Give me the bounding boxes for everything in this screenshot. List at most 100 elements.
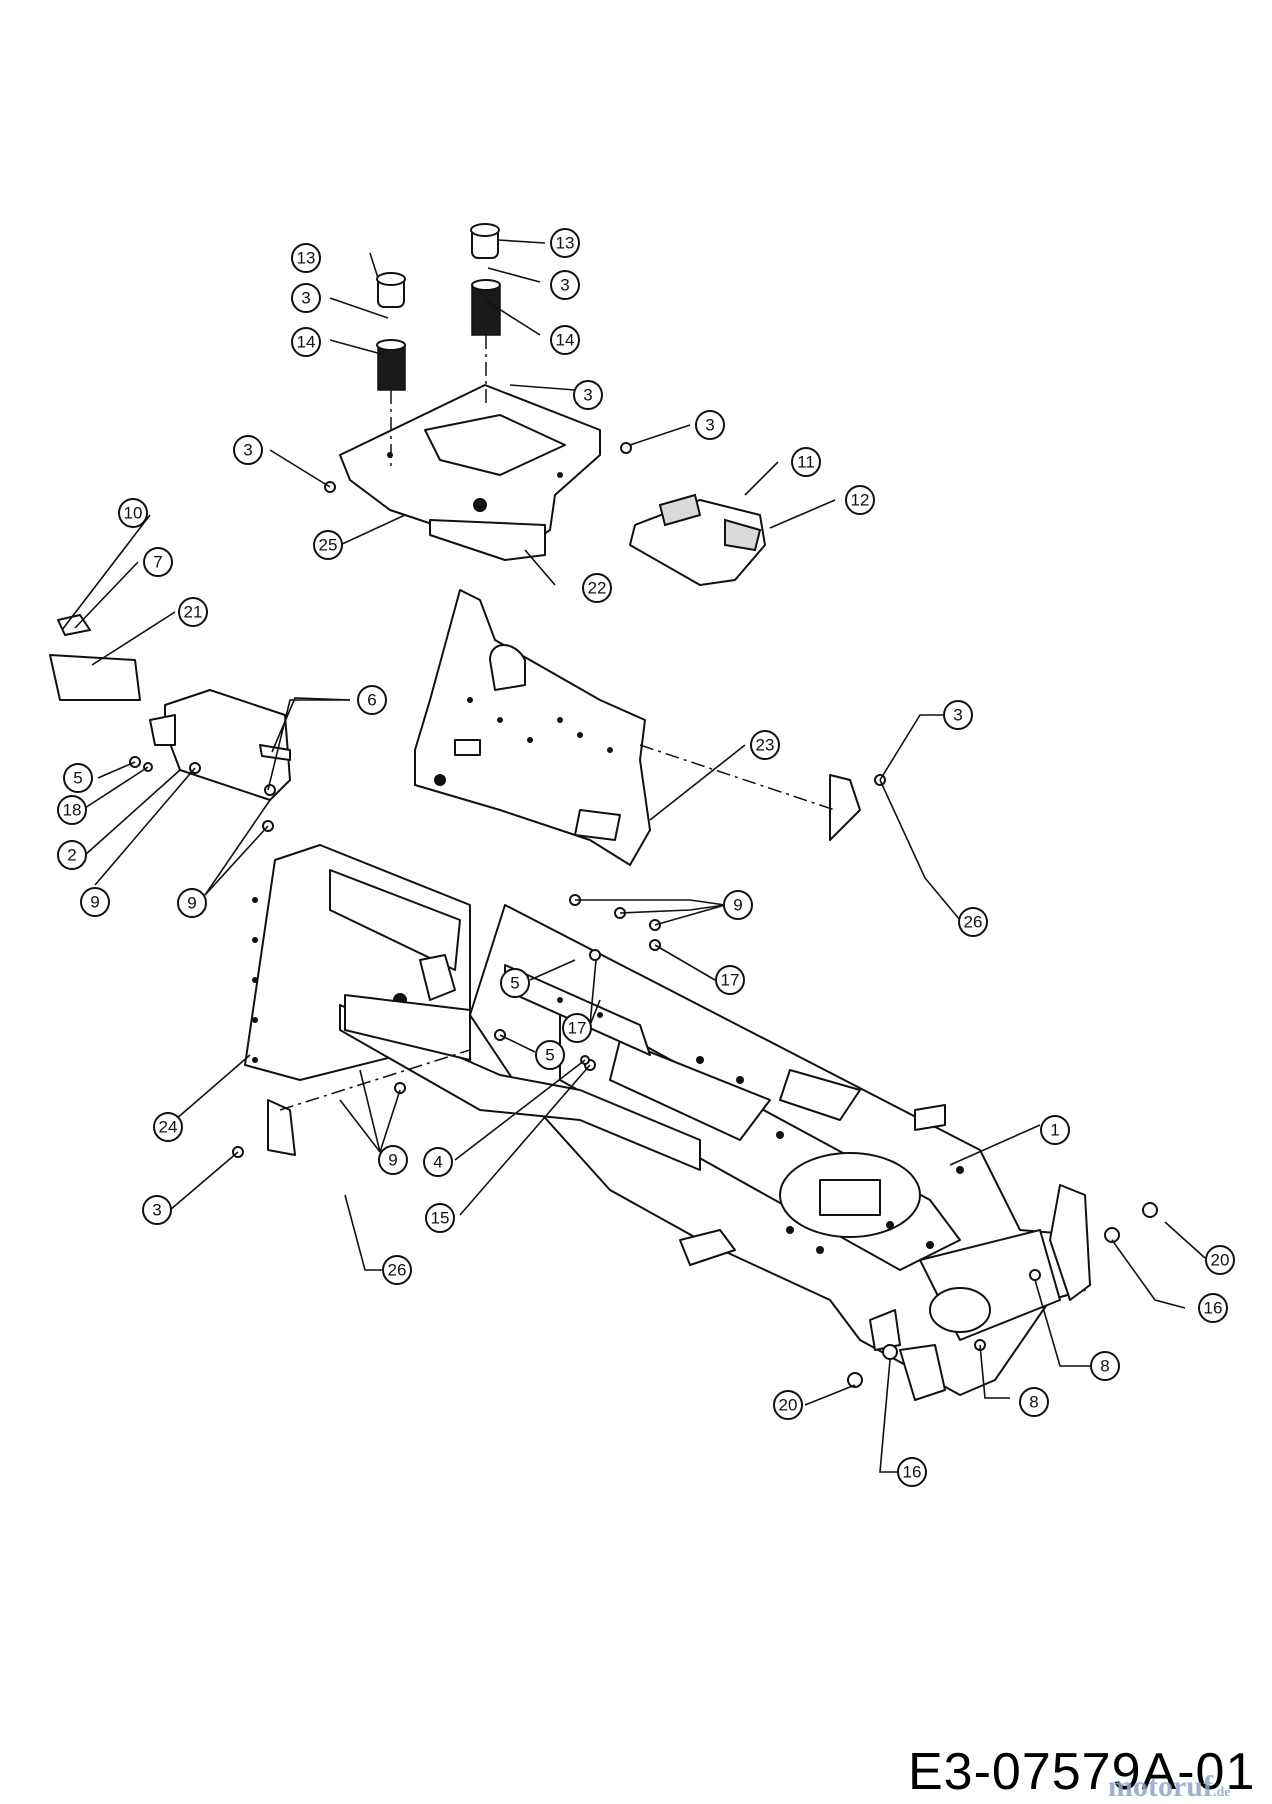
- callout-3-rear-bracket: 3: [943, 700, 973, 730]
- svg-text:3: 3: [705, 416, 714, 435]
- svg-text:3: 3: [560, 276, 569, 295]
- small-hardware: [129, 442, 1158, 1388]
- callout-7: 7: [143, 547, 173, 577]
- callout-10: 10: [118, 498, 148, 528]
- svg-text:3: 3: [243, 441, 252, 460]
- callout-3-spring-left: 3: [291, 283, 321, 313]
- svg-text:3: 3: [301, 289, 310, 308]
- svg-text:17: 17: [721, 971, 740, 990]
- callout-1: 1: [1040, 1115, 1070, 1145]
- svg-text:3: 3: [152, 1201, 161, 1220]
- callout-9-lower: 9: [378, 1145, 408, 1175]
- leader-lines: [61, 239, 1206, 1473]
- svg-text:5: 5: [510, 974, 519, 993]
- callout-6: 6: [357, 685, 387, 715]
- centerlines: [279, 335, 836, 1111]
- callout-3-spring-right: 3: [550, 270, 580, 300]
- svg-text:9: 9: [90, 893, 99, 912]
- svg-text:24: 24: [159, 1118, 178, 1137]
- callout-5-front: 5: [63, 763, 93, 793]
- svg-text:6: 6: [367, 691, 376, 710]
- callout-3-seat-left: 3: [233, 435, 263, 465]
- svg-text:25: 25: [319, 536, 338, 555]
- svg-text:12: 12: [851, 491, 870, 510]
- seat-springs-and-caps: [376, 223, 501, 391]
- callout-16-right: 16: [1198, 1293, 1228, 1323]
- watermark-logo: motoruf.de: [1108, 1770, 1230, 1804]
- callout-8-center: 8: [1019, 1387, 1049, 1417]
- callout-9-center: 9: [723, 890, 753, 920]
- svg-text:3: 3: [953, 706, 962, 725]
- callout-5-center: 5: [500, 968, 530, 998]
- callout-22: 22: [582, 573, 612, 603]
- svg-text:11: 11: [797, 453, 815, 472]
- callout-13-left: 13: [291, 243, 321, 273]
- svg-text:23: 23: [756, 736, 775, 755]
- callout-8-right: 8: [1090, 1351, 1120, 1381]
- callout-24: 24: [153, 1112, 183, 1142]
- watermark-suffix: .de: [1212, 1785, 1231, 1800]
- callout-18: 18: [57, 795, 87, 825]
- callout-2: 2: [57, 840, 87, 870]
- svg-text:5: 5: [73, 769, 82, 788]
- svg-text:20: 20: [1211, 1251, 1230, 1270]
- callout-9-front-a: 9: [80, 887, 110, 917]
- svg-text:8: 8: [1029, 1393, 1038, 1412]
- svg-text:26: 26: [964, 913, 983, 932]
- svg-text:8: 8: [1100, 1357, 1109, 1376]
- svg-text:16: 16: [1204, 1299, 1223, 1318]
- callout-23: 23: [750, 730, 780, 760]
- callout-26-upper: 26: [958, 907, 988, 937]
- svg-text:5: 5: [545, 1046, 554, 1065]
- callout-15: 15: [425, 1203, 455, 1233]
- svg-text:1: 1: [1050, 1121, 1059, 1140]
- drawing-number: E3-07579A-01: [908, 1743, 1256, 1801]
- callout-21: 21: [178, 597, 208, 627]
- svg-text:14: 14: [297, 333, 316, 352]
- svg-text:14: 14: [556, 331, 575, 350]
- callout-20-left: 20: [773, 1390, 803, 1420]
- callout-17-right: 17: [715, 965, 745, 995]
- callout-25: 25: [313, 530, 343, 560]
- svg-text:18: 18: [63, 801, 82, 820]
- callout-4: 4: [423, 1147, 453, 1177]
- svg-text:10: 10: [124, 504, 143, 523]
- svg-text:22: 22: [588, 579, 607, 598]
- svg-text:3: 3: [583, 386, 592, 405]
- callout-3-seat-right: 3: [695, 410, 725, 440]
- svg-text:7: 7: [153, 553, 162, 572]
- main-frame-assembly: [469, 904, 1091, 1401]
- watermark-brand: motoruf: [1108, 1770, 1213, 1803]
- svg-text:9: 9: [388, 1151, 397, 1170]
- callout-14-right: 14: [550, 325, 580, 355]
- svg-text:2: 2: [67, 846, 76, 865]
- svg-text:4: 4: [433, 1153, 442, 1172]
- inner-frame-rail: [339, 964, 701, 1171]
- callout-3-seat-top: 3: [573, 380, 603, 410]
- callout-16-left: 16: [897, 1457, 927, 1487]
- battery-tray: [629, 493, 766, 586]
- svg-text:9: 9: [733, 896, 742, 915]
- callouts: 13 3 14 13 3 14 3 3 3 25 22 11 12 10 7 2…: [57, 228, 1235, 1487]
- callout-11: 11: [791, 447, 821, 477]
- callout-14-left: 14: [291, 327, 321, 357]
- callout-5-panel: 5: [535, 1040, 565, 1070]
- svg-text:13: 13: [556, 234, 575, 253]
- svg-text:9: 9: [187, 894, 196, 913]
- seat-pan-assembly: [339, 384, 601, 561]
- callout-17-left: 17: [562, 1013, 592, 1043]
- rear-brackets-26: [267, 774, 861, 1156]
- right-side-panel: [414, 589, 651, 866]
- svg-text:21: 21: [184, 603, 203, 622]
- svg-text:13: 13: [297, 249, 316, 268]
- svg-text:16: 16: [903, 1463, 922, 1482]
- svg-text:26: 26: [388, 1261, 407, 1280]
- callout-13-right: 13: [550, 228, 580, 258]
- callout-9-front-b: 9: [177, 888, 207, 918]
- callout-26-lower: 26: [382, 1255, 412, 1285]
- callout-3-lower: 3: [142, 1195, 172, 1225]
- svg-text:20: 20: [779, 1396, 798, 1415]
- svg-text:15: 15: [431, 1209, 450, 1228]
- callout-12: 12: [845, 485, 875, 515]
